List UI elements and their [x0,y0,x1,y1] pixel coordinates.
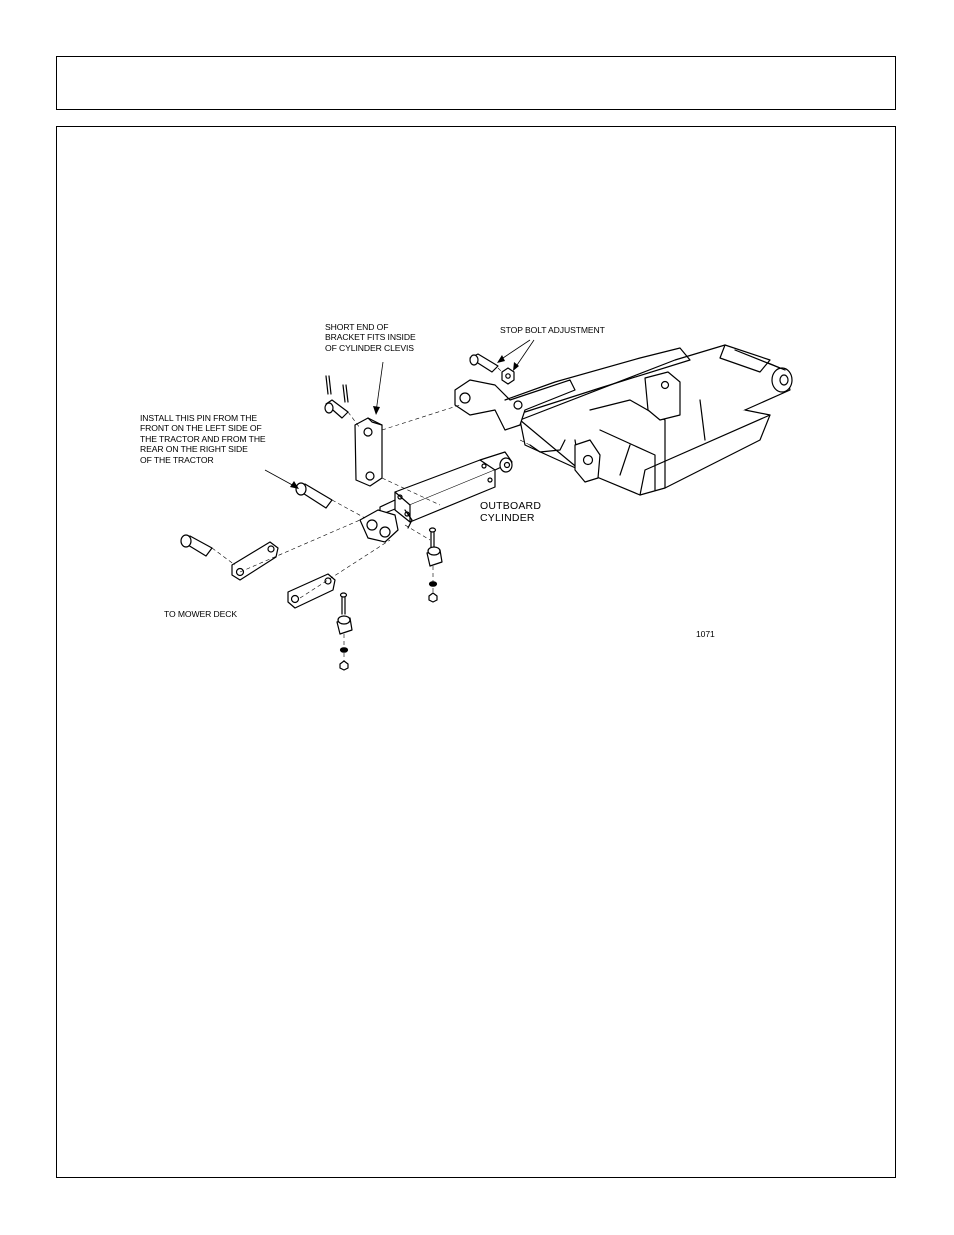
upper-arm [454,347,691,453]
main-frame [519,344,793,496]
leader-lines [264,339,535,488]
cotter-pins [324,375,349,419]
deck-pin [180,534,213,557]
stop-bolt-arrowhead-2 [513,362,519,371]
pin-arrowhead [290,481,299,489]
stop-bolt-label: STOP BOLT ADJUSTMENT [500,325,605,335]
figure-number: 1071 [696,629,715,639]
bracket-note-label: SHORT END OF BRACKET FITS INSIDE OF CYLI… [325,322,416,353]
outboard-cylinder-label: OUTBOARD CYLINDER [480,500,542,524]
bracket-arrowhead [373,406,380,415]
stop-bolt [469,353,515,385]
link-arms [231,541,336,609]
stop-bolt-arrowhead-1 [497,355,505,363]
hydraulic-cylinder [359,451,513,543]
content-box [56,126,896,1178]
fastener-stack-2 [336,592,353,671]
header-box [56,56,896,110]
bracket [354,417,383,487]
pin-install-note-label: INSTALL THIS PIN FROM THE FRONT ON THE L… [140,413,266,465]
mower-deck-label: TO MOWER DECK [164,609,238,619]
long-pin [295,482,333,509]
fastener-stack-1 [426,527,443,603]
alignment-lines [211,367,531,662]
